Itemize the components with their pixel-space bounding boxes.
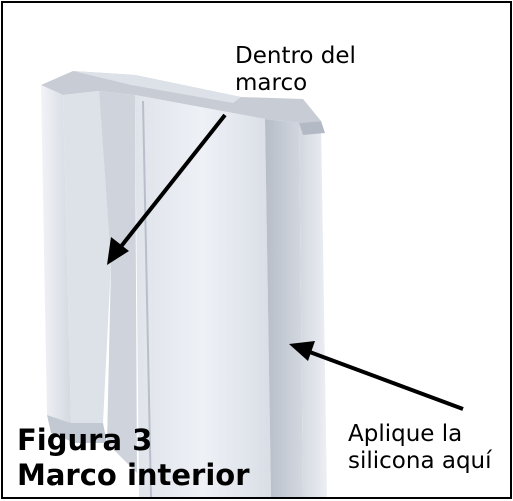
profile-left-recess-shadow	[99, 91, 137, 473]
inside-frame-label-line1: Dentro del	[235, 43, 356, 69]
profile-left-wall	[41, 85, 71, 423]
profile-groove-line	[142, 100, 152, 497]
figure-caption: Figura 3 Marco interior	[17, 423, 250, 494]
profile-top-cut	[41, 71, 321, 123]
inside-frame-label: Dentro del marco	[235, 43, 356, 97]
apply-silicone-label-line2: silicona aquí	[348, 448, 492, 475]
arrow-inside-frame	[117, 113, 227, 251]
inside-frame-label-line2: marco	[235, 70, 308, 97]
profile-main-face	[135, 95, 271, 497]
profile-right-channel	[265, 119, 303, 497]
apply-silicone-label-line1: Aplique la	[348, 421, 463, 447]
arrow-apply-silicone-head	[289, 341, 315, 361]
frame-profile-illustration	[41, 71, 464, 497]
figure-caption-number: Figura 3	[17, 423, 153, 457]
arrow-apply-silicone	[306, 349, 464, 411]
profile-top-cut-highlight	[73, 71, 241, 103]
profile-right-lip-top	[299, 121, 325, 135]
figure-caption-title: Marco interior	[17, 458, 250, 493]
arrow-inside-frame-head	[107, 237, 129, 265]
apply-silicone-label: Aplique la silicona aquí	[348, 421, 492, 475]
profile-left-recess	[63, 91, 111, 423]
profile-bottom-foot	[47, 415, 107, 443]
profile-right-lip	[299, 121, 327, 497]
